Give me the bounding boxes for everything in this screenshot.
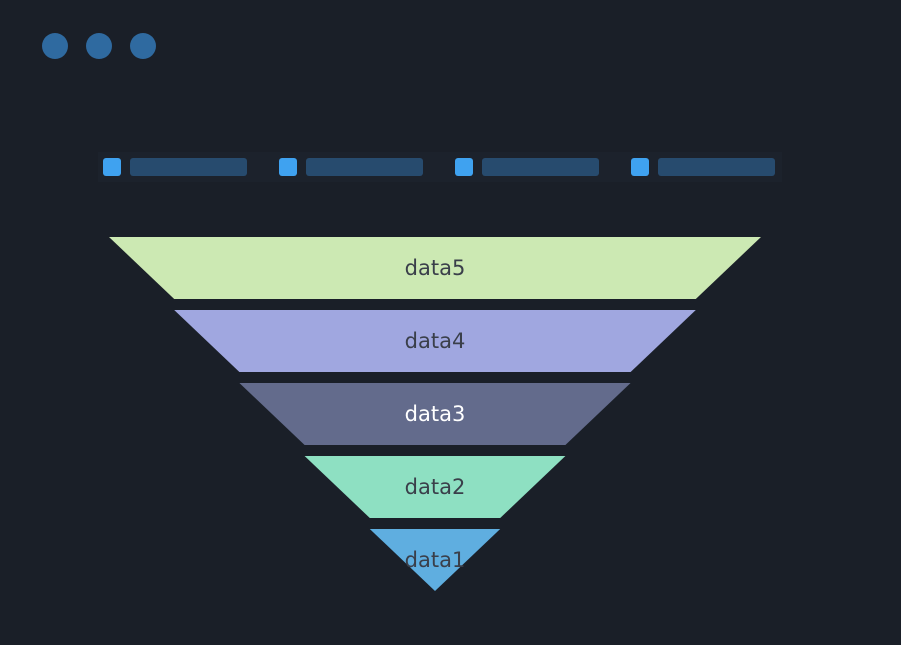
window-dot-yellow[interactable] bbox=[86, 33, 112, 59]
legend-marker bbox=[103, 158, 121, 176]
funnel-label-data4: data4 bbox=[405, 329, 466, 353]
window-dots bbox=[42, 33, 156, 59]
legend-label-placeholder bbox=[658, 158, 775, 176]
funnel-label-data1: data1 bbox=[405, 548, 466, 572]
funnel-label-data5: data5 bbox=[405, 256, 466, 280]
legend-marker bbox=[279, 158, 297, 176]
legend-marker bbox=[631, 158, 649, 176]
legend-label-placeholder bbox=[482, 158, 599, 176]
funnel-segment-data1[interactable] bbox=[369, 529, 501, 591]
legend-label-placeholder bbox=[306, 158, 423, 176]
funnel-label-data2: data2 bbox=[405, 475, 466, 499]
legend bbox=[98, 152, 782, 182]
legend-marker bbox=[455, 158, 473, 176]
funnel-segment-data5[interactable] bbox=[109, 237, 761, 299]
funnel-segment-data2[interactable] bbox=[304, 456, 566, 518]
funnel-label-data3: data3 bbox=[405, 402, 466, 426]
funnel-segment-data4[interactable] bbox=[174, 310, 696, 372]
window-dot-green[interactable] bbox=[130, 33, 156, 59]
funnel-segment-data3[interactable] bbox=[239, 383, 631, 445]
window-dot-red[interactable] bbox=[42, 33, 68, 59]
legend-label-placeholder bbox=[130, 158, 247, 176]
